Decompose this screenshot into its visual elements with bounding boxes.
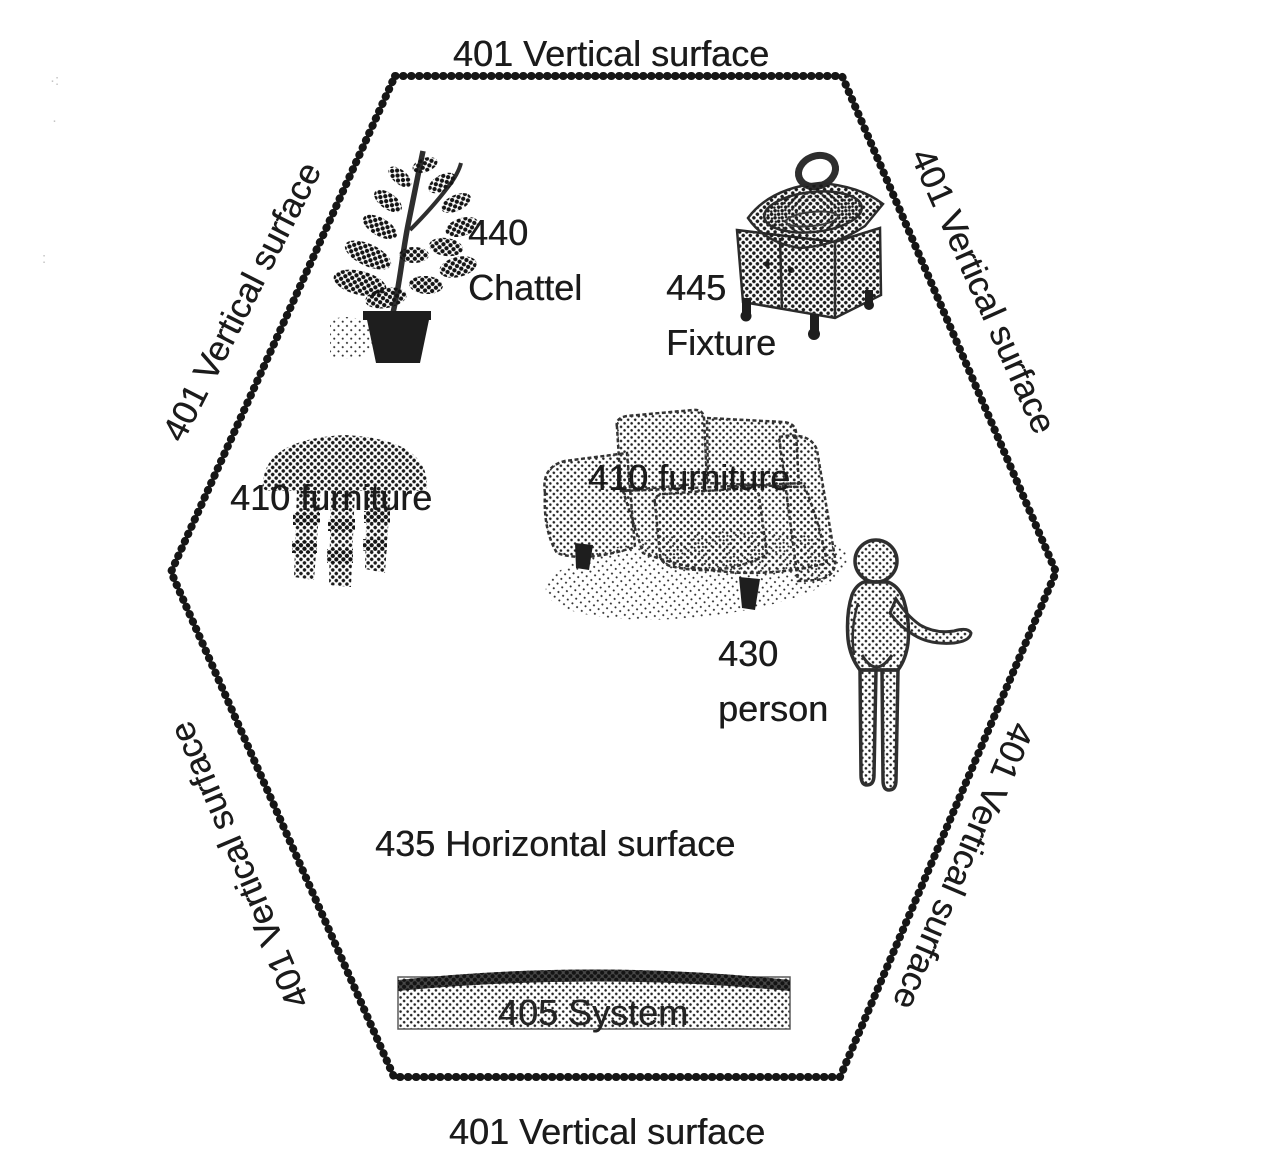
label-fixture-number: 445 xyxy=(666,267,727,308)
sink-vanity-icon xyxy=(735,151,885,340)
label-chattel-name: Chattel xyxy=(468,267,583,308)
label-person-name: person xyxy=(718,688,829,729)
label-vertical-surface-bottom: 401 Vertical surface xyxy=(448,1111,766,1152)
stool-icon xyxy=(262,435,428,587)
label-person: 430 person xyxy=(718,626,828,736)
label-fixture-name: Fixture xyxy=(666,322,777,363)
scan-artifact: · xyxy=(52,112,57,129)
label-person-number: 430 xyxy=(718,633,779,674)
label-horizontal-surface: 435 Horizontal surface xyxy=(375,823,736,864)
label-system: 405 System xyxy=(497,992,689,1033)
scan-artifact: : xyxy=(42,250,47,267)
label-vertical-surface-top: 401 Vertical surface xyxy=(452,33,770,74)
person-icon xyxy=(845,538,973,792)
potted-plant-icon xyxy=(330,150,479,363)
system-bar-icon xyxy=(397,969,791,1030)
label-furniture-stool: 410 furniture xyxy=(230,477,433,518)
sofa-icon xyxy=(543,408,849,620)
label-furniture-couch: 410 furniture xyxy=(588,457,791,498)
label-chattel-number: 440 xyxy=(468,212,529,253)
label-fixture: 445 Fixture xyxy=(666,260,776,370)
label-chattel: 440 Chattel xyxy=(468,205,582,315)
scan-artifact: ·: xyxy=(50,72,60,89)
